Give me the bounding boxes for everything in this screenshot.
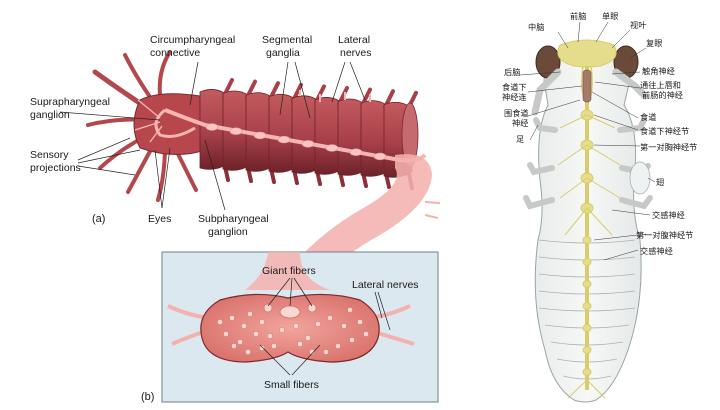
sensory-nerves (134, 99, 163, 143)
label-fuyan: 复眼 (646, 38, 662, 48)
label-jiaogan-1: 交感神经 (652, 210, 685, 220)
label-tongwang-2: 前肠的神经 (642, 90, 683, 100)
label-lateral: Lateral (338, 34, 370, 46)
label-sensory-2: projections (30, 162, 81, 174)
label-small-fibers: Small fibers (264, 379, 319, 391)
insect-leaders (519, 21, 656, 261)
label-danyan: 单眼 (602, 11, 618, 21)
wing-stub (629, 161, 651, 195)
label-zhongnao: 中脑 (528, 22, 544, 32)
worm-head (133, 93, 206, 156)
label-zu: 足 (516, 134, 524, 144)
segmental-ganglion (325, 144, 339, 152)
label-tongwang-1: 通往上唇和 (640, 80, 681, 90)
segmental-ganglion (373, 152, 387, 161)
segmental-ganglion (301, 140, 315, 148)
label-wei-1: 围食道 (504, 108, 529, 118)
panel-b-tag: (b) (141, 391, 154, 403)
label-circumpharyngeal: Circumpharyngeal (150, 34, 235, 46)
label-chujiao: 触角神经 (642, 66, 675, 76)
label-shidaoxia-jie: 食道下神经节 (640, 126, 689, 136)
antenna-right (612, 68, 649, 100)
label-hounao: 后脑 (504, 67, 520, 77)
label-lateral-2: nerves (340, 47, 372, 59)
label-suprapharyngeal-2: ganglion (30, 109, 70, 121)
label-subpharyngeal-2: ganglion (208, 226, 248, 238)
panel-b-leaders (259, 277, 391, 376)
insect-nervous-system (557, 39, 621, 399)
oesophagus (582, 69, 592, 103)
label-jiaogan-2: 交感神经 (640, 246, 673, 256)
label-sensory: Sensory (30, 149, 69, 161)
label-segmental: Segmental (262, 34, 312, 46)
label-qiannao: 前脑 (570, 11, 586, 21)
segmental-ganglion (229, 127, 243, 135)
antenna-left (531, 68, 562, 116)
segmental-ganglion (205, 123, 219, 131)
worm-panel: Circumpharyngeal connective Segmental ga… (30, 34, 441, 305)
label-shidaoxia-1: 食道下 (502, 82, 527, 92)
segmental-ganglion (349, 148, 363, 156)
label-diyi-fu: 第一对腹神经节 (636, 230, 693, 240)
insect-labels: 前脑 中脑 单眼 视叶 复眼 后脑 触角神经 食道下 神经连 通往上唇和 前肠的… (502, 11, 697, 256)
label-shidaoxia-2: 神经连 (502, 92, 527, 102)
label-wei-2: 神经 (512, 118, 528, 128)
label-suprapharyngeal: Suprapharyngeal (30, 96, 110, 108)
cross-section-panel: Giant fibers Lateral nerves Small fibers… (141, 251, 439, 403)
label-subpharyngeal: Subpharyngeal (198, 213, 269, 225)
cord-cross-section (200, 293, 380, 363)
panel-a-labels: Circumpharyngeal connective Segmental ga… (30, 34, 372, 238)
label-shidao: 食道 (640, 112, 656, 122)
label-lateral-nerves: Lateral nerves (352, 279, 419, 291)
panel-a-leaders (59, 61, 366, 211)
label-giant-fibers: Giant fibers (262, 265, 316, 277)
label-segmental-2: ganglia (266, 47, 300, 59)
label-eyes: Eyes (148, 213, 171, 225)
panel-a-tag: (a) (92, 213, 105, 225)
insect-panel: 前脑 中脑 单眼 视叶 复眼 后脑 触角神经 食道下 神经连 通往上唇和 前肠的… (502, 11, 697, 403)
segmental-ganglion (253, 131, 267, 140)
small-fibers (217, 307, 369, 355)
label-chi: 翅 (656, 177, 664, 187)
label-circumpharyngeal-2: connective (150, 47, 200, 59)
label-shiye: 视叶 (630, 20, 646, 30)
segmental-ganglion (277, 135, 291, 144)
label-diyi-xiong: 第一对胸神经节 (640, 142, 697, 152)
